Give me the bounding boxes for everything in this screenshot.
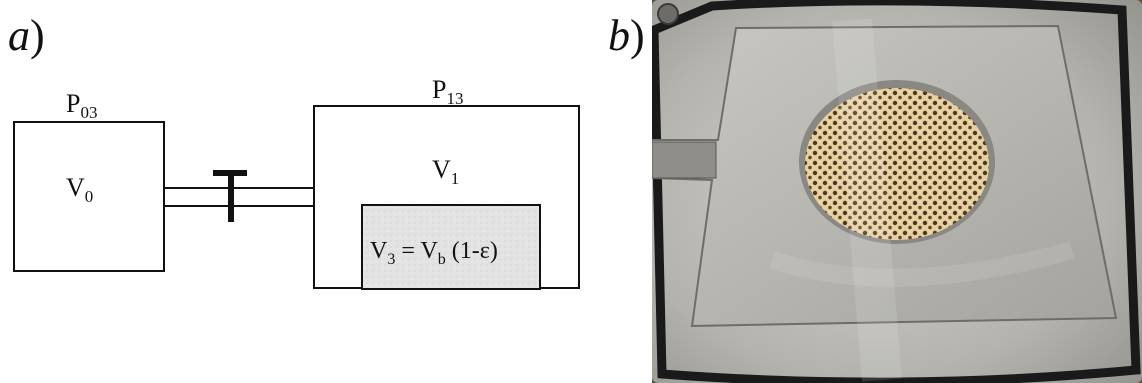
pycnometer-schematic: P03 V0 P13 V1 V3 = Vb (1-ε) <box>13 75 580 290</box>
panel-label-b: b) <box>608 14 645 58</box>
bolt-hole <box>657 3 679 25</box>
sample-block <box>361 204 541 290</box>
panel-label-b-letter: b <box>608 11 630 60</box>
reference-chamber <box>13 121 165 272</box>
valve-icon <box>213 170 247 222</box>
pressure-label-p13: P13 <box>432 75 463 108</box>
sample-volume-formula: V3 = Vb (1-ε) <box>370 238 498 268</box>
o-ring <box>652 0 1141 383</box>
panel-label-a-letter: a <box>8 11 30 60</box>
sample-holder-photo-drawing <box>652 0 1142 383</box>
panel-label-b-paren: ) <box>630 11 645 60</box>
volume-label-v0: V0 <box>66 173 93 206</box>
foam-sample <box>805 88 989 240</box>
volume-label-v1: V1 <box>432 155 459 188</box>
panel-label-a-paren: ) <box>30 11 45 60</box>
side-slot <box>652 141 717 179</box>
sample-holder-photo <box>652 0 1142 383</box>
pressure-label-p03: P03 <box>66 89 97 122</box>
panel-label-a: a) <box>8 14 45 58</box>
